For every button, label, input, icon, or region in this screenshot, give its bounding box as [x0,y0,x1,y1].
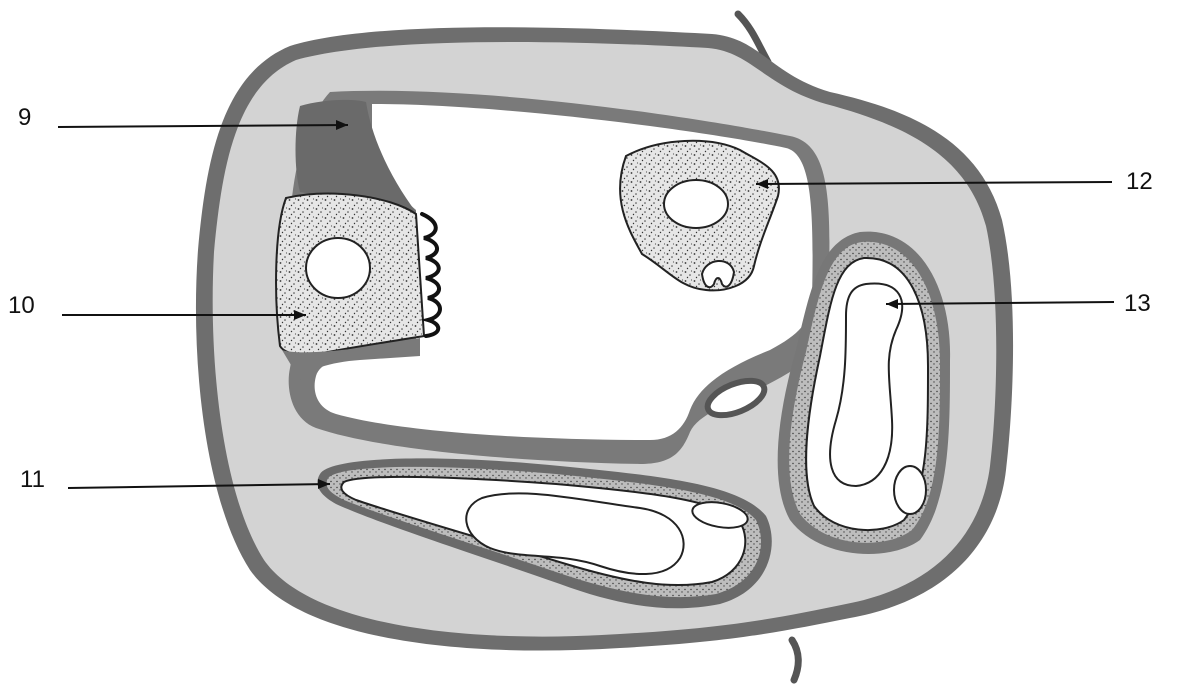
label-10: 10 [8,294,35,318]
label-12: 12 [1126,170,1153,194]
left-cell-nucleus [306,238,370,298]
outer-projection-bottom [792,640,798,680]
label-11: 11 [20,468,45,492]
label-9: 9 [18,106,31,130]
upper-cell-nucleus [664,180,728,228]
right-cell-small-body [894,466,926,514]
label-13: 13 [1124,292,1151,316]
